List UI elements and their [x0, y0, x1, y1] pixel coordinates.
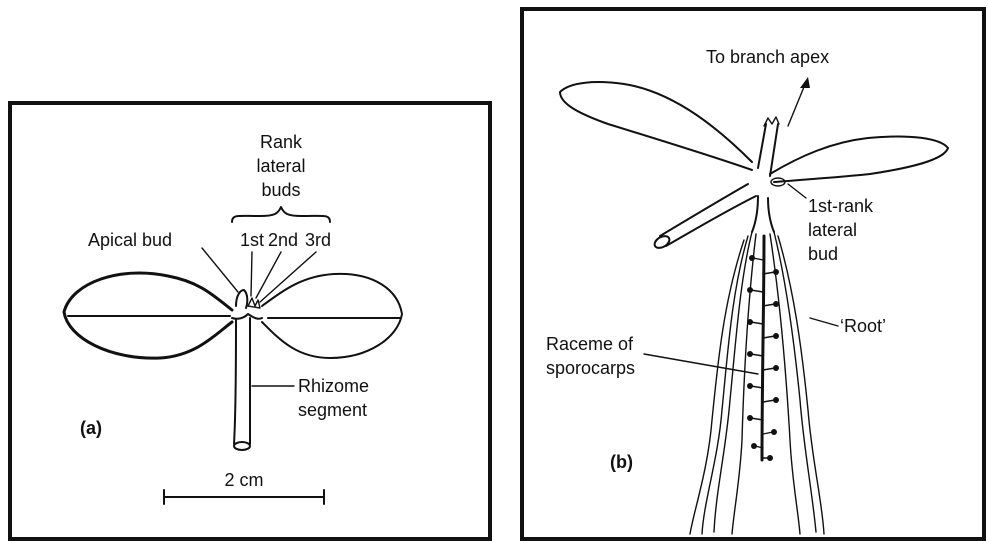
panel-b-label: (b) — [610, 452, 633, 472]
raceme-label-line1: Raceme of — [546, 334, 634, 354]
sporocarp-stalk — [763, 368, 775, 370]
apical-bud — [236, 290, 247, 308]
root-label: ‘Root’ — [840, 316, 886, 336]
second-rank-label: 2nd — [268, 230, 298, 250]
first-rank-bud-leader — [788, 184, 806, 198]
rank-brace — [232, 207, 330, 222]
third-bud-leader — [260, 252, 316, 302]
lower-left-arm-bottom — [666, 196, 756, 246]
panel-b-frame — [522, 9, 984, 539]
first-rank-bud-label-line2: lateral — [808, 220, 857, 240]
rhizome-end — [234, 442, 250, 450]
apex-arrow-head — [800, 77, 810, 88]
sporocarp-stalk — [763, 432, 773, 434]
panel-a-label: (a) — [80, 418, 102, 438]
lower-left-arm-top — [660, 184, 748, 236]
lower-left-arm-end — [653, 234, 672, 251]
root-strand — [770, 234, 800, 534]
rank-label-line2: lateral — [256, 156, 305, 176]
root-strand — [774, 232, 816, 532]
rank-label-line3: buds — [261, 180, 300, 200]
to-branch-apex-label: To branch apex — [706, 47, 829, 67]
sporocarp-stalk — [763, 400, 775, 402]
lateral-bud-cluster — [248, 298, 260, 308]
second-bud-leader — [256, 252, 281, 298]
sporocarp-stalk — [753, 258, 763, 260]
raceme-label-line2: sporocarps — [546, 358, 635, 378]
first-rank-bud-label-line3: bud — [808, 244, 838, 264]
root-strand — [702, 236, 748, 534]
right-leaflet-b — [770, 136, 948, 182]
stem-left-edge — [758, 124, 766, 168]
scale-label: 2 cm — [224, 470, 263, 490]
first-rank-bud-label-line1: 1st-rank — [808, 196, 874, 216]
first-rank-label: 1st — [240, 230, 264, 250]
root-leader — [810, 318, 838, 326]
apex-arrow-line — [788, 82, 806, 126]
raceme-axis — [762, 236, 764, 460]
apical-bud-label: Apical bud — [88, 230, 172, 250]
sporocarp-stalk — [751, 354, 763, 356]
panel-a: Rank lateral buds Apical bud 1st 2nd 3rd… — [10, 103, 490, 539]
sporocarp-stalk — [751, 322, 763, 324]
third-rank-label: 3rd — [305, 230, 331, 250]
root-strand — [690, 240, 744, 534]
apical-bud-leader — [202, 248, 238, 292]
rhizome-label-line1: Rhizome — [298, 376, 369, 396]
left-upper-leaflet — [560, 82, 752, 170]
main-stem-right — [768, 198, 774, 232]
main-stem-left — [752, 196, 758, 232]
rhizome-left-edge — [234, 320, 236, 444]
right-leaflet — [262, 274, 402, 358]
rhizome-label-line2: segment — [298, 400, 367, 420]
panel-b: To branch apex 1st-rank lateral bud ‘Roo… — [522, 9, 984, 539]
rank-label-line1: Rank — [260, 132, 303, 152]
stem-right-edge — [770, 124, 778, 176]
root-strand — [732, 234, 756, 534]
sporocarp-stalk — [751, 290, 763, 292]
raceme-leader — [644, 354, 758, 374]
first-bud-leader — [251, 252, 252, 296]
junction — [232, 314, 262, 319]
sporocarp-stalk — [763, 336, 775, 338]
